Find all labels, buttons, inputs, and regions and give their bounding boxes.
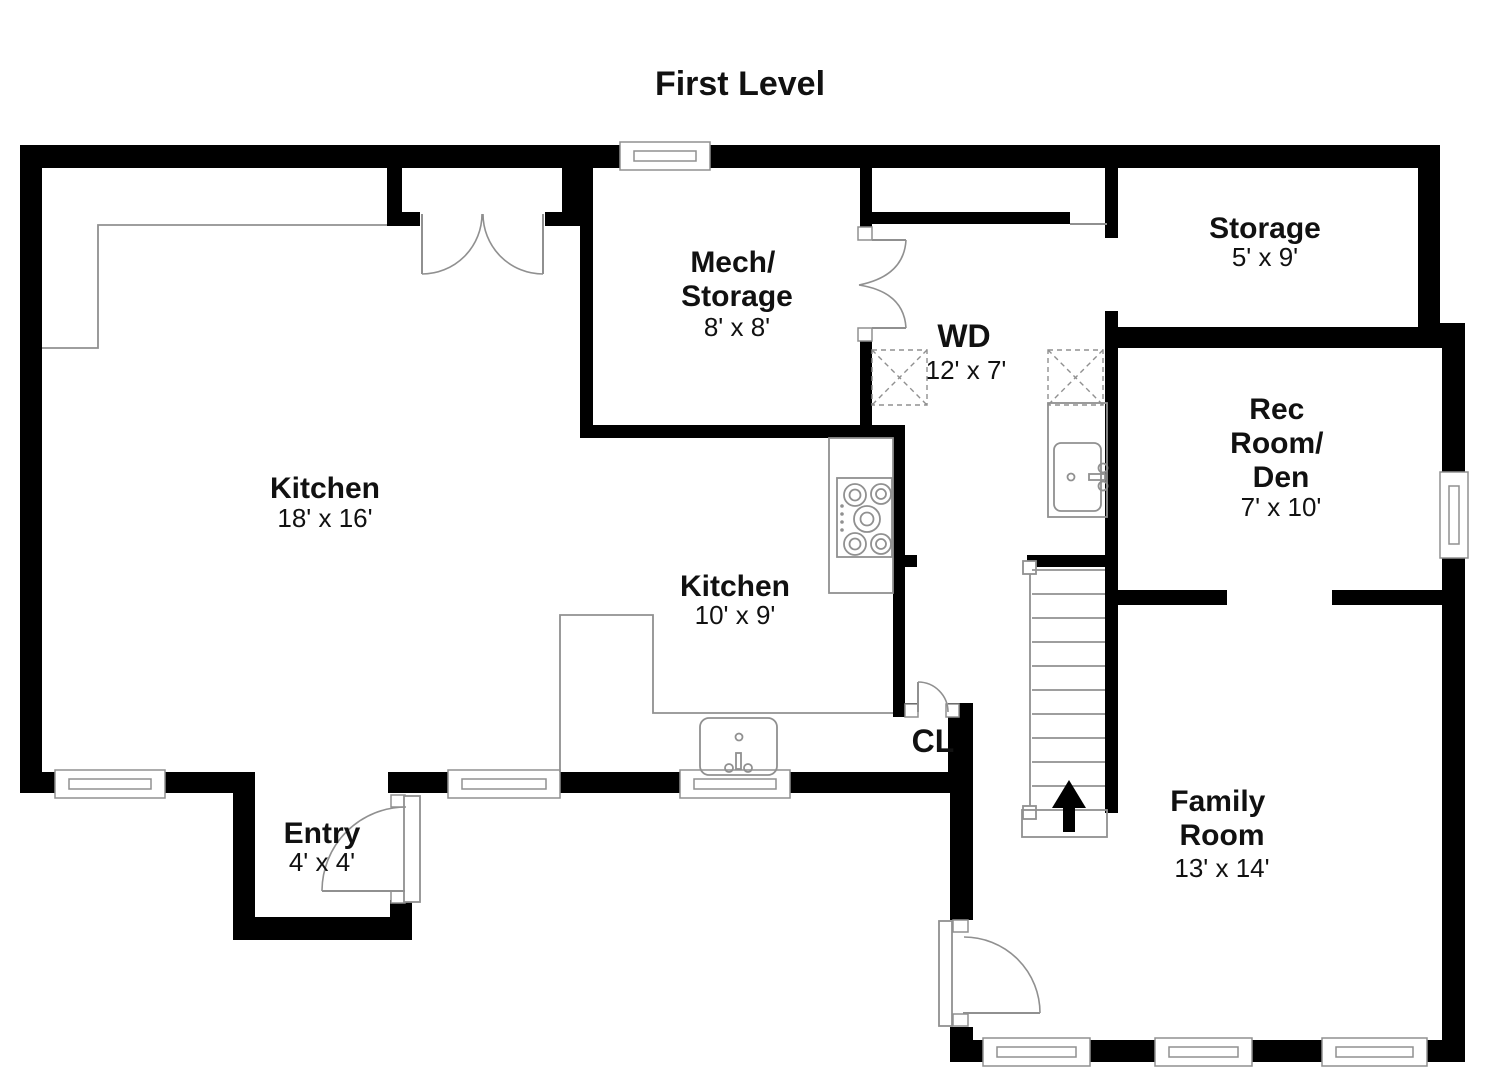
- svg-text:Storage: Storage: [1209, 212, 1321, 245]
- stove-icon: [836, 477, 893, 558]
- walls: [20, 145, 1465, 1062]
- wall-rec-south-right: [1332, 590, 1443, 605]
- wall-entry-east: [390, 900, 412, 940]
- wall-kitchen-doorstub-left-v: [387, 168, 402, 226]
- wall-mech-east-lower: [860, 341, 872, 425]
- kitchen-sink-icon: [699, 717, 778, 776]
- svg-text:10' x 9': 10' x 9': [695, 600, 776, 630]
- svg-text:4' x 4': 4' x 4': [289, 847, 355, 877]
- wall-kitchen-doorstub-left-f: [387, 212, 420, 226]
- wall-stairtop-stub-west: [893, 555, 917, 567]
- wall-east-lower: [1442, 323, 1465, 1062]
- wall-kitchen-doorstub-right-f: [545, 212, 580, 226]
- wall-closet-east: [948, 703, 973, 793]
- fixtures: [42, 224, 1109, 838]
- dryer-box-icon: [1047, 349, 1104, 406]
- wall-family-west-upper: [950, 793, 973, 920]
- svg-text:12' x 7': 12' x 7': [926, 355, 1007, 385]
- laundry-sink-icon: [1047, 402, 1109, 518]
- room-label-closet: CL: [912, 723, 955, 759]
- wall-entry-west: [233, 793, 255, 940]
- svg-text:18' x 16': 18' x 16': [277, 503, 372, 533]
- wall-stairs-east: [1105, 348, 1118, 813]
- room-label-laundry: WD 12' x 7': [926, 318, 1007, 385]
- wall-storage-rec-divider: [1105, 327, 1443, 348]
- svg-text:Family Room: Family Room: [1170, 785, 1273, 852]
- stairs-up-arrow-icon: [1052, 780, 1086, 832]
- window-kitchen-south-1: [54, 769, 166, 799]
- wall-top: [20, 145, 1440, 168]
- counter-kitchen-main: [42, 224, 387, 349]
- doors: [321, 213, 1041, 1027]
- window-kitchen-south-2: [447, 769, 561, 799]
- svg-text:Entry: Entry: [284, 817, 361, 850]
- room-label-storage: Storage 5' x 9': [1209, 212, 1321, 272]
- wall-east-upper: [1418, 145, 1440, 347]
- svg-text:8' x 8': 8' x 8': [704, 312, 770, 342]
- wall-stairtop-stub: [1027, 555, 1118, 567]
- window-family-south-3: [1321, 1037, 1428, 1067]
- wall-mech-south: [580, 425, 905, 438]
- room-label-mech-storage: Mech/ Storage 8' x 8': [681, 246, 793, 342]
- wall-kitchen-doorstub-right-v: [562, 168, 580, 226]
- door-entry-front: [321, 794, 421, 904]
- svg-text:WD: WD: [937, 318, 990, 354]
- svg-text:Mech/ Storage: Mech/ Storage: [681, 246, 793, 313]
- window-family-south-1: [982, 1037, 1091, 1067]
- wall-laundry-north: [872, 212, 1070, 224]
- wall-storage-west-upper: [1105, 168, 1118, 238]
- counter-kitchen-small: [559, 614, 893, 772]
- door-closet: [904, 681, 960, 718]
- room-label-kitchen-small: Kitchen 10' x 9': [680, 570, 790, 630]
- svg-text:13' x 14': 13' x 14': [1174, 853, 1269, 883]
- wall-left: [20, 145, 42, 793]
- svg-text:7' x 10': 7' x 10': [1241, 492, 1322, 522]
- washer-box-icon: [871, 349, 928, 406]
- door-kitchen-double: [421, 213, 544, 275]
- window-rec-east: [1439, 471, 1469, 559]
- room-label-kitchen-main: Kitchen 18' x 16': [270, 472, 380, 533]
- wall-entry-south: [233, 917, 412, 940]
- svg-text:Kitchen: Kitchen: [270, 472, 380, 505]
- room-label-family-room: Family Room 13' x 14': [1170, 785, 1273, 883]
- window-family-south-2: [1154, 1037, 1253, 1067]
- door-mech-double: [857, 226, 907, 342]
- wall-storage-west-lower: [1105, 311, 1118, 348]
- svg-text:5' x 9': 5' x 9': [1232, 242, 1298, 272]
- wall-mech-west: [580, 168, 593, 425]
- svg-text:CL: CL: [912, 723, 955, 759]
- svg-text:Kitchen: Kitchen: [680, 570, 790, 603]
- labels: First Level Kitchen 18' x 16' Mech/ Stor…: [270, 65, 1332, 883]
- staircase: [1021, 560, 1108, 838]
- room-label-entry: Entry 4' x 4': [284, 817, 361, 877]
- page-title: First Level: [655, 65, 825, 103]
- room-label-rec-room: Rec Room/ Den 7' x 10': [1230, 393, 1332, 522]
- wall-rec-south-left: [1118, 590, 1227, 605]
- window-top: [619, 141, 711, 171]
- svg-text:Rec Room/ Den: Rec Room/ Den: [1230, 393, 1332, 494]
- wall-kitchen-east: [893, 425, 905, 717]
- door-family-room: [938, 919, 1041, 1027]
- wall-mech-east-upper: [860, 168, 872, 228]
